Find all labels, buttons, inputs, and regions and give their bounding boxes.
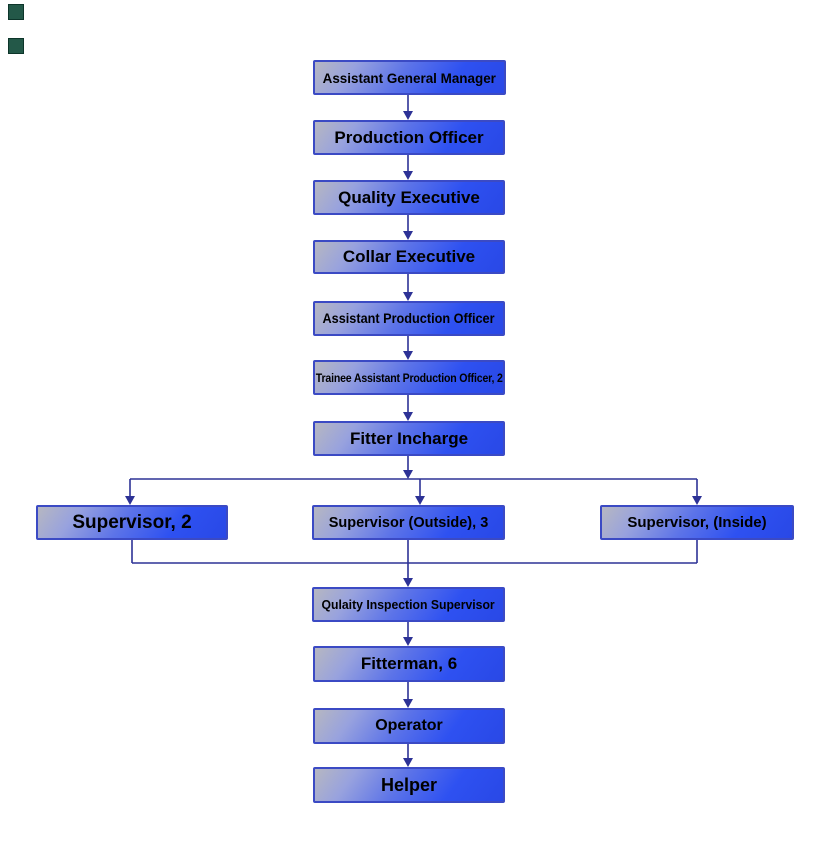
node-label: Assistant General Manager [322,69,497,86]
node-assistant-production-officer: Assistant Production Officer [313,301,505,336]
node-trainee-assistant-production-officer: Trainee Assistant Production Officer, 2 [313,360,505,395]
node-label: Collar Executive [342,247,476,266]
node-label: Assistant Production Officer [322,311,496,326]
node-label: Supervisor, (Inside) [627,514,767,531]
node-helper: Helper [313,767,505,803]
node-supervisor-inside: Supervisor, (Inside) [600,505,794,540]
node-fitter-incharge: Fitter Incharge [313,421,505,456]
node-quality-executive: Quality Executive [313,180,505,215]
node-operator: Operator [313,708,505,744]
node-label: Production Officer [334,127,484,147]
node-label: Operator [375,717,443,734]
node-production-officer: Production Officer [313,120,505,155]
node-label: Fitter Incharge [349,428,469,448]
node-label: Quality Executive [338,187,480,207]
node-label: Fitterman, 6 [360,654,458,673]
node-collar-executive: Collar Executive [313,240,505,274]
node-label: Supervisor, 2 [72,511,192,533]
bullet-square-icon [8,38,24,54]
bullet-square-icon [8,4,24,20]
node-label: Trainee Assistant Production Officer, 2 [315,370,503,385]
node-assistant-general-manager: Assistant General Manager [313,60,506,95]
node-label: Helper [380,774,438,795]
node-label: Qulaity Inspection Supervisor [321,597,496,612]
node-supervisor-outside: Supervisor (Outside), 3 [312,505,505,540]
node-supervisor-2: Supervisor, 2 [36,505,228,540]
node-fitterman: Fitterman, 6 [313,646,505,682]
node-label: Supervisor (Outside), 3 [328,514,489,531]
node-quality-inspection-supervisor: Qulaity Inspection Supervisor [312,587,505,622]
